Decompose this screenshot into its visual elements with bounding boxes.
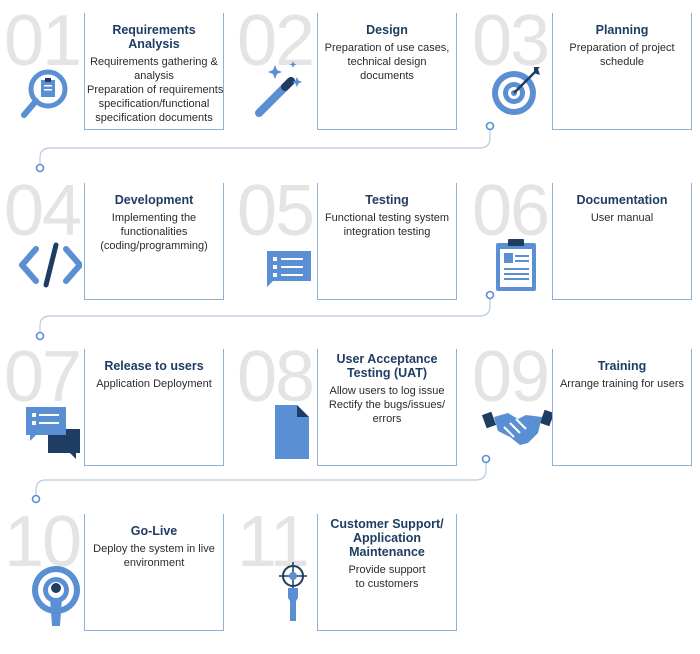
- step-07: 07 Release to users Application Deployme…: [0, 341, 228, 481]
- step-card: Training Arrange training for users: [552, 349, 692, 466]
- step-number: 07: [4, 337, 82, 417]
- step-title: Go-Live: [130, 524, 178, 538]
- step-number: 01: [4, 1, 82, 81]
- support-pin-icon: [279, 562, 307, 621]
- step-number: 06: [472, 171, 550, 251]
- step-01: 01 Requirements Analysis Requirements ga…: [0, 5, 228, 145]
- step-number: 11: [237, 502, 310, 582]
- step-number: 09: [472, 337, 550, 417]
- magic-wand-icon: [255, 61, 302, 117]
- step-number: 03: [472, 1, 550, 81]
- step-number: 05: [237, 171, 315, 251]
- step-title: Testing: [365, 193, 409, 207]
- step-description: Arrange training for users: [559, 378, 685, 390]
- target-icon: [492, 67, 540, 115]
- document-icon: [275, 405, 309, 459]
- step-title: Design: [366, 23, 408, 37]
- broadcast-icon: [32, 566, 80, 626]
- step-09: 09 Training Arrange training for users: [468, 341, 696, 481]
- checklist-bubble-icon: [267, 251, 311, 287]
- step-card: Requirements Analysis Requirements gathe…: [84, 13, 224, 130]
- step-number: 04: [4, 171, 82, 251]
- step-card: Documentation User manual: [552, 183, 692, 300]
- step-06: 06 Documentation User manual: [468, 175, 696, 315]
- step-title: Development: [114, 193, 194, 207]
- magnifier-clipboard-icon: [21, 69, 68, 118]
- step-title: Planning: [595, 23, 649, 37]
- step-card: Customer Support/Application Maintenance…: [317, 514, 457, 631]
- chat-bubbles-icon: [26, 407, 80, 459]
- step-description: Preparation of use cases,technical desig…: [324, 42, 450, 82]
- step-title: Training: [597, 359, 647, 373]
- step-description: Application Deployment: [96, 378, 212, 390]
- step-number: 08: [237, 337, 315, 417]
- step-number: 02: [237, 1, 315, 81]
- code-brackets-icon: [19, 242, 82, 288]
- step-title: Requirements Analysis: [112, 23, 196, 51]
- step-11: 11 Customer Support/Application Maintena…: [233, 506, 461, 646]
- handshake-icon: [482, 409, 552, 445]
- step-02: 02 Design Preparation of use cases,techn…: [233, 5, 461, 145]
- step-card: Release to users Application Deployment: [84, 349, 224, 466]
- step-number: 10: [4, 502, 82, 582]
- step-title: Customer Support/Application Maintenance: [330, 517, 444, 559]
- step-title: Documentation: [576, 193, 668, 207]
- clipboard-profile-icon: [496, 239, 536, 291]
- step-card: Design Preparation of use cases,technica…: [317, 13, 457, 130]
- step-title: Release to users: [104, 359, 204, 373]
- step-description: User manual: [590, 212, 654, 224]
